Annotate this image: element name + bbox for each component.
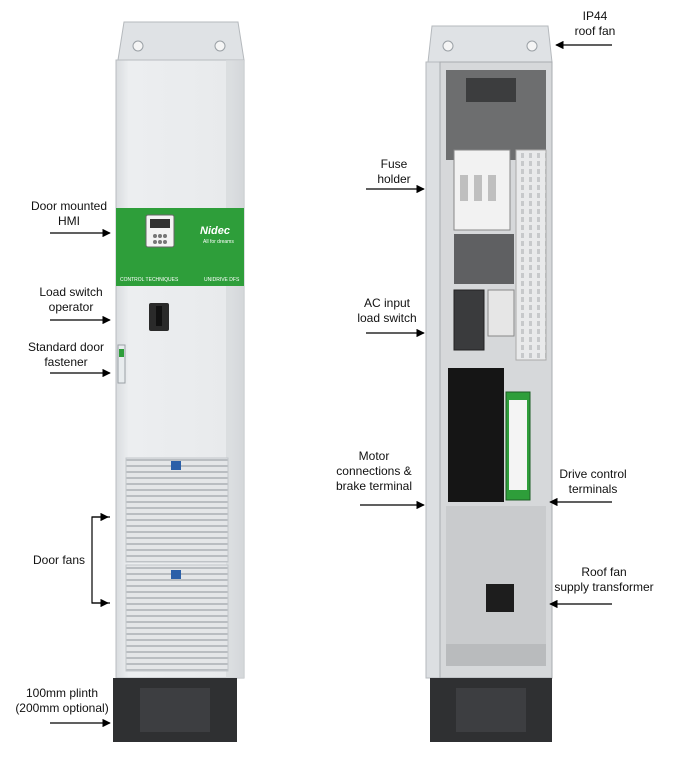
- label-fuse-holder: Fuse holder: [377, 157, 411, 186]
- ac-input-load-switch: [453, 289, 485, 351]
- cable-trunking: [515, 149, 547, 361]
- label-load-switch-operator: Load switch operator: [39, 285, 103, 314]
- bracket-door-fans: [91, 516, 110, 604]
- label-door-fans: Door fans: [32, 553, 86, 567]
- closed-cabinet: Nidec All for dreams CONTROL TECHNIQUES …: [113, 21, 245, 742]
- roof-screw-left-1: [132, 40, 144, 52]
- label-plinth: 100mm plinth (200mm optional): [15, 686, 109, 715]
- door-fastener: [117, 344, 126, 384]
- brand-tagline: All for dreams: [203, 239, 234, 245]
- label-standard-door-fastener: Standard door fastener: [27, 340, 105, 369]
- label-drive-control-terminals: Drive control terminals: [559, 467, 627, 496]
- label-door-mounted-hmi: Door mounted HMI: [30, 199, 108, 228]
- drive-body: [448, 368, 504, 502]
- left-caption: CONTROL TECHNIQUES: [120, 277, 179, 283]
- terminal-blocks: [454, 234, 514, 284]
- callout-arrows: [50, 40, 612, 728]
- roof-screw-left-2: [214, 40, 226, 52]
- right-caption: UNIDRIVE DFS: [204, 277, 240, 283]
- label-motor-connections: Motor connections & brake terminal: [335, 449, 413, 493]
- open-cabinet: [425, 25, 553, 742]
- label-ac-input-load-switch: AC input load switch: [357, 296, 417, 325]
- label-ip44-roof-fan: IP44 roof fan: [574, 9, 616, 38]
- roof-fan-grille: [466, 78, 516, 102]
- brand-logo: Nidec: [200, 225, 230, 237]
- door-fan-upper: [125, 457, 229, 563]
- green-band: [116, 208, 244, 286]
- door-fan-lower: [125, 564, 229, 672]
- roof-fan-transformer: [486, 584, 514, 612]
- label-roof-fan-transformer: Roof fan supply transformer: [554, 565, 654, 594]
